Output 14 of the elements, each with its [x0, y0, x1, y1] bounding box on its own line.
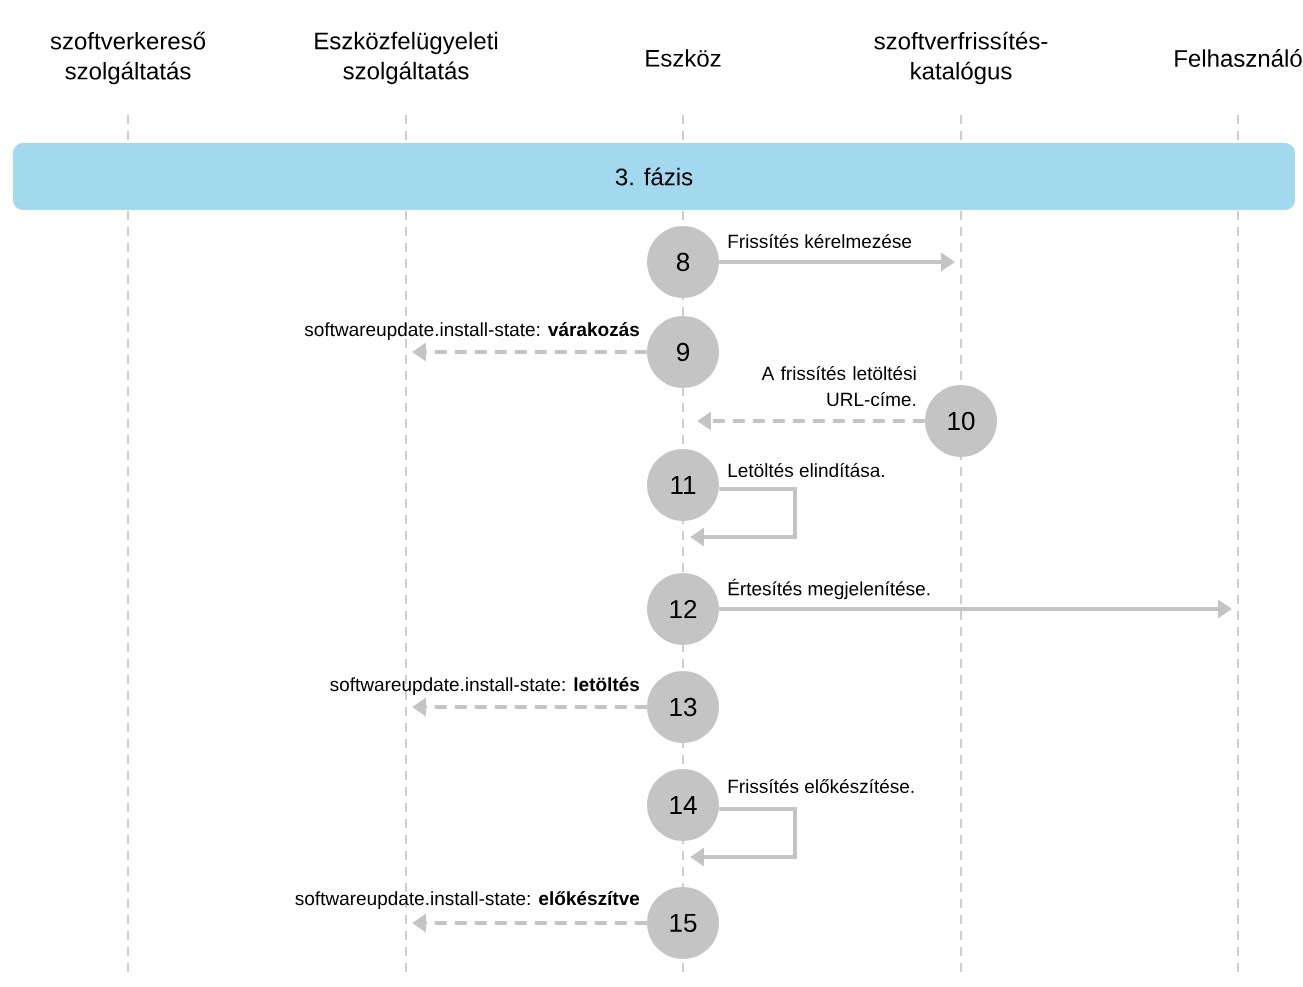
lifeline-header: Eszközfelügyeleti szolgáltatás — [315, 31, 498, 85]
edge-label: Frissítés kérelmezése — [728, 233, 912, 249]
edge-label: Letöltés elindítása. — [728, 462, 884, 478]
edge-label: softwareupdate.install-state: előkészítve — [295, 891, 640, 909]
edge-label: softwareupdate.install-state: letöltés — [330, 677, 640, 695]
lifeline-header: szoftverfrissítés-katalógus — [874, 31, 1048, 85]
edge-label: Értesítés megjelenítése. — [728, 578, 930, 600]
lifeline-header: szoftverkereső szolgáltatás — [50, 31, 206, 85]
lifeline-header: Eszköz — [646, 49, 721, 67]
lifeline-header: Felhasználó — [1175, 49, 1302, 67]
phase-band: 3. fázis — [13, 143, 1295, 210]
edge-label: Frissítés előkészítése. — [728, 778, 914, 794]
edge-label: A frissítés letöltési URL-címe. — [761, 365, 916, 407]
edge-label: softwareupdate.install-state: várakozás — [304, 322, 639, 340]
